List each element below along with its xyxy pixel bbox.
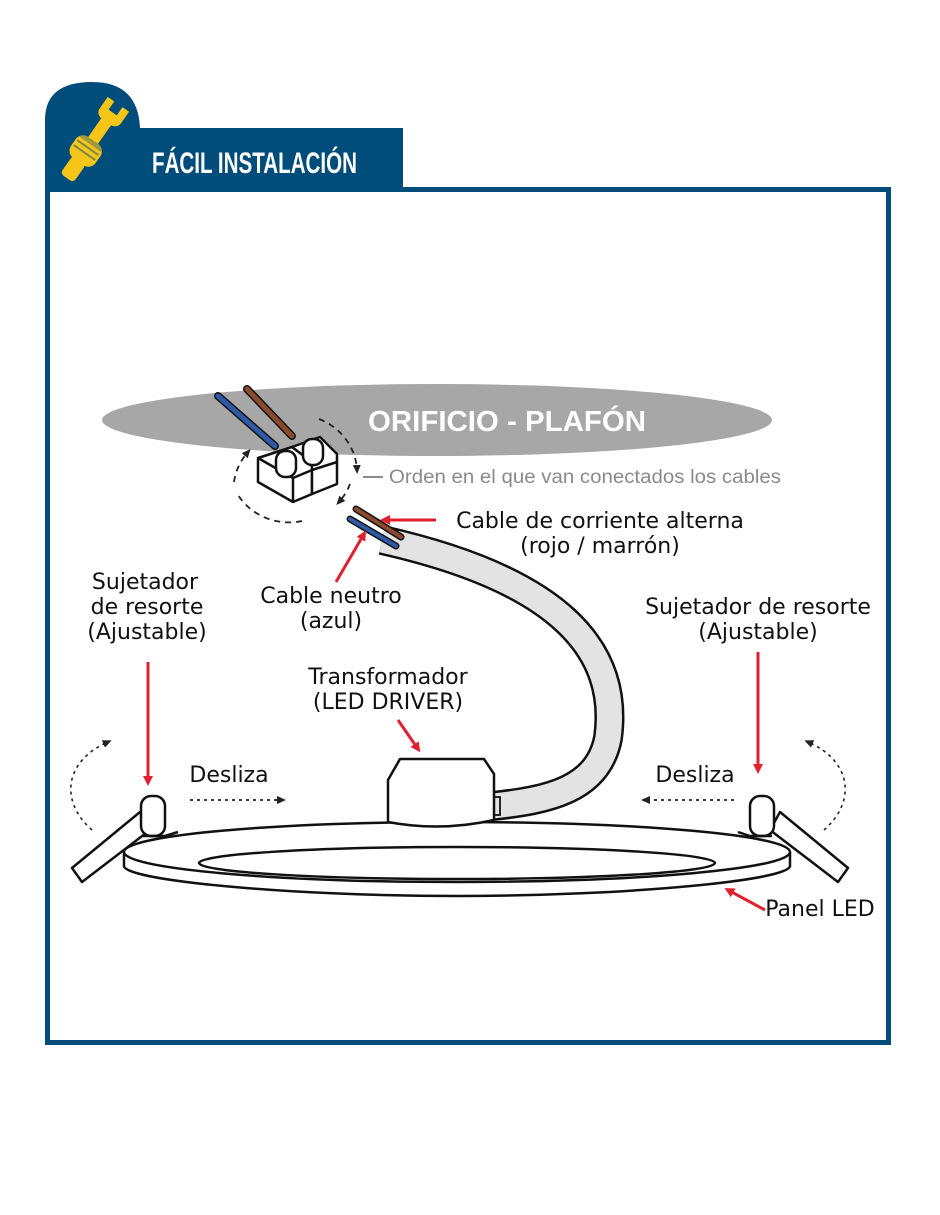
wrench-hand-icon [61,96,130,182]
ceiling-label: ORIFICIO - PLAFÓN [368,404,646,438]
order-note: Orden en el que van conectados los cable… [389,467,781,488]
power-cable [378,525,625,821]
led-panel [122,820,792,898]
panel-label: Panel LED [765,897,874,922]
neutral-cable-label-2: (azul) [300,609,362,634]
header-tab: FÁCIL INSTALACIÓN [45,82,403,190]
swing-arrow-right [804,740,847,831]
spring-left-label-3: (Ajustable) [87,620,206,645]
neutral-cable-arrow [334,530,367,583]
terminal-connector [256,435,339,504]
rotation-indicator [233,418,361,524]
driver-label-2: (LED DRIVER) [313,690,463,715]
cable-wire-ends [346,505,405,550]
led-driver-box [386,757,496,828]
header-title: FÁCIL INSTALACIÓN [152,146,357,180]
spring-clip-left [70,794,179,884]
panel-arrow [724,888,766,912]
ceiling-hole: ORIFICIO - PLAFÓN [102,384,772,456]
swing-arrow-left [69,740,112,831]
driver-label-1: Transformador [307,665,468,690]
slide-left-label: Desliza [189,763,268,788]
spring-right-label-2: (Ajustable) [698,620,817,645]
spring-left-label-2: de resorte [91,595,204,620]
driver-arrow [396,719,421,753]
live-cable-label-1: Cable de corriente alterna [456,509,744,534]
content-frame [45,187,891,1045]
spring-clip-right [737,794,850,884]
neutral-cable-label-1: Cable neutro [260,584,402,609]
pointer-arrows [143,515,766,912]
connector-wires [214,385,296,450]
spring-right-label-1: Sujetador de resorte [645,595,871,620]
slide-right-label: Desliza [655,763,734,788]
live-cable-label-2: (rojo / marrón) [520,534,680,559]
spring-left-label-1: Sujetador [92,570,199,595]
